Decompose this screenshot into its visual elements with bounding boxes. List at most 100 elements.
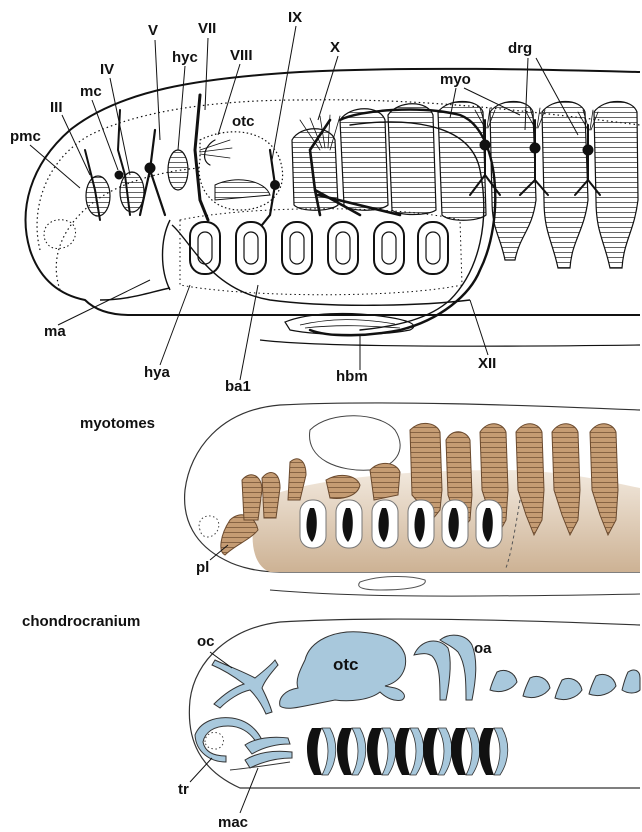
label-otc: otc [232, 113, 255, 130]
branchial-bar-8 [410, 728, 424, 775]
label-tr: tr [178, 781, 189, 798]
label-mc: mc [80, 83, 102, 100]
branchial-bar-9 [423, 728, 438, 775]
branchial-bar-3 [337, 728, 352, 775]
mid-slit-1 [300, 500, 326, 548]
mid-otic-outline [310, 416, 401, 470]
mid-slit-6 [476, 500, 502, 548]
label-X: X [330, 39, 340, 56]
mid-hbm [359, 576, 426, 590]
branchial-bars [307, 728, 508, 775]
drg-ganglion-1 [480, 140, 490, 150]
label-hbm: hbm [336, 368, 368, 385]
ganglion-IX [271, 181, 280, 190]
vertebra-2 [523, 676, 550, 697]
mid-slit-4 [408, 500, 434, 548]
trabecula-eye-dotted [205, 732, 223, 749]
vertebra-4 [589, 674, 616, 695]
leader-mac [240, 768, 258, 813]
mid-slit-5 [442, 500, 468, 548]
label-III: III [50, 99, 63, 116]
pharyngeal-pouches [180, 209, 462, 295]
nerve-VII [195, 95, 208, 220]
label-drg: drg [508, 40, 532, 57]
mc-condensation [120, 172, 144, 212]
chondrocranium-title: chondrocranium [22, 613, 140, 630]
branchial-bar-12 [466, 728, 480, 775]
otic-inner [215, 180, 270, 200]
mid-eye-dotted [199, 516, 219, 537]
label-mac: mac [218, 814, 248, 831]
branchial-bar-11 [451, 728, 466, 775]
vertebral-elements [490, 670, 640, 700]
otic-vesicle [199, 132, 283, 210]
bottom-panel: chondrocranium otc oa [22, 613, 640, 831]
vertebra-1 [490, 670, 517, 691]
label-hya: hya [144, 364, 171, 381]
somite-7 [594, 102, 638, 269]
branchial-bar-13 [479, 728, 494, 775]
pouch-6 [418, 222, 448, 274]
embryo-inner-contour [260, 340, 640, 346]
label-ma: ma [44, 323, 66, 340]
hyc-condensation [168, 150, 188, 190]
myotome-pl [221, 515, 258, 555]
pouch-3 [282, 222, 312, 274]
somite-4 [438, 102, 486, 221]
pouch-1 [190, 222, 220, 274]
arch-dotted-surround [180, 209, 462, 295]
vertebra-3 [555, 678, 582, 699]
top-panel: V VII IX VIII IV hyc X drg myo mc III ot… [10, 9, 640, 395]
branchial-bar-4 [352, 728, 366, 775]
somite-5 [490, 102, 536, 261]
branchial-bar-10 [438, 728, 452, 775]
label-oa: oa [474, 640, 492, 657]
drg-ganglion-2 [530, 143, 540, 153]
branchial-bar-6 [382, 728, 396, 775]
ganglion-V [145, 163, 155, 173]
label-XII: XII [478, 355, 496, 372]
mid-slit-2 [336, 500, 362, 548]
mid-slit-3 [372, 500, 398, 548]
mid-ventral-line [270, 590, 640, 596]
label-ba1: ba1 [225, 378, 251, 395]
label-pl: pl [196, 559, 209, 576]
myotomes-title: myotomes [80, 415, 155, 432]
nerve-VIII [205, 140, 215, 165]
label-otc-bottom: otc [333, 655, 359, 674]
pre-otic-condensations [86, 150, 188, 216]
somite-6 [542, 102, 588, 269]
vertebra-5 [622, 670, 640, 693]
branchial-bar-1 [307, 728, 322, 775]
drg-ganglion-3 [583, 145, 593, 155]
label-V: V [148, 22, 158, 39]
pouch-2 [236, 222, 266, 274]
pouch-5 [374, 222, 404, 274]
label-oc: oc [197, 633, 215, 650]
trabecula-cartilage [195, 718, 262, 762]
label-VIII: VIII [230, 47, 253, 64]
hbm-inner-lines [300, 320, 400, 328]
label-VII: VII [198, 20, 216, 37]
branchial-bar-5 [367, 728, 382, 775]
label-IV: IV [100, 61, 114, 78]
branchial-bar-2 [322, 728, 336, 775]
branchial-bar-7 [395, 728, 410, 775]
embryo-ventral-outline [100, 288, 170, 300]
myotome-5 [370, 463, 400, 500]
myotome-2 [262, 473, 280, 518]
myotome-1 [242, 475, 262, 520]
occipital-arch-1 [414, 641, 450, 700]
somite-3 [388, 104, 436, 215]
label-hyc: hyc [172, 49, 198, 66]
label-IX: IX [288, 9, 302, 26]
branchial-bar-14 [494, 728, 508, 775]
middle-panel: myotomes [80, 403, 640, 596]
ganglion-IV [115, 171, 123, 179]
label-myo: myo [440, 71, 471, 88]
orbital-cartilage [212, 660, 278, 714]
pouch-4 [328, 222, 358, 274]
label-pmc: pmc [10, 128, 41, 145]
leader-tr [190, 758, 212, 782]
